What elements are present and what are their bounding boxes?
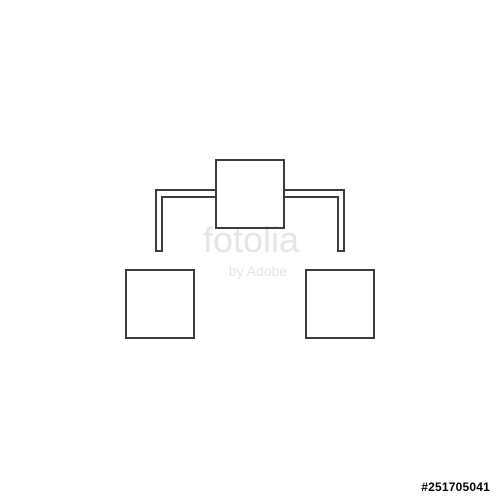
parent-node-box	[215, 159, 285, 229]
watermark-brand: fotolia	[203, 219, 300, 260]
right-connector	[284, 189, 345, 252]
watermark-byline: by Adobe	[229, 263, 288, 279]
stock-id-label: #251705041	[421, 480, 490, 494]
child-node-box-left	[125, 269, 195, 339]
child-node-box-right	[305, 269, 375, 339]
left-connector	[155, 189, 216, 252]
